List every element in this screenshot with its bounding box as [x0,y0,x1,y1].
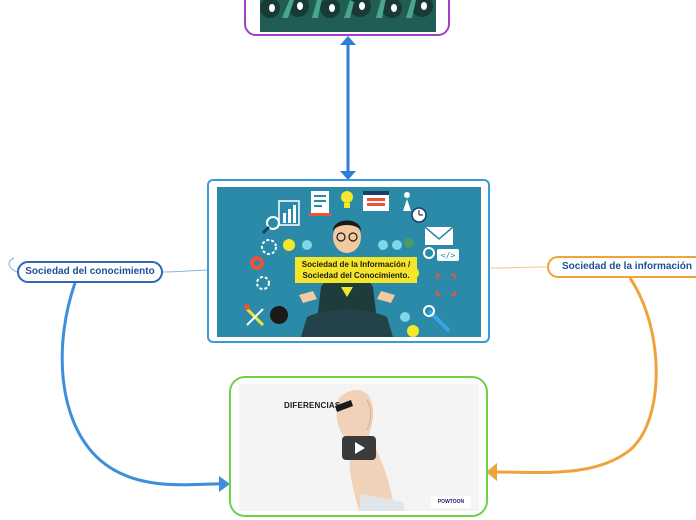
connector-left-thin [162,269,209,273]
connector-right-bottom [493,277,658,475]
clock-icon [411,207,427,223]
crowd-image [260,0,436,32]
gear-icon [250,239,277,290]
play-icon[interactable] [342,436,376,460]
connector-left-ear [8,257,18,273]
lightbulb-icon [341,191,353,208]
mail-icon [424,226,454,245]
arrowhead-right-bottom [486,463,497,481]
arrowhead-up [340,36,356,45]
connector-right-thin [489,266,548,269]
central-topic-node[interactable]: </> [207,179,490,343]
top-image-node[interactable] [244,0,450,36]
video-caption: DIFERENCIAS [284,401,341,410]
connector-left-bottom [60,282,227,487]
person-illustration [299,220,395,337]
code-icon: </> [423,247,459,261]
arrowhead-down [340,171,356,180]
video-node[interactable]: DIFERENCIAS POWTOON [229,376,488,517]
svg-text:</>: </> [441,251,456,260]
chart-icon [261,200,300,235]
video-thumbnail: DIFERENCIAS POWTOON [239,384,479,511]
central-topic-title: Sociedad de la Información / Sociedad de… [295,257,417,283]
wrench-icon [423,305,451,333]
topic-sociedad-informacion[interactable]: Sociedad de la información [547,256,696,278]
central-illustration: </> [217,187,481,337]
topic-sociedad-conocimiento[interactable]: Sociedad del conocimiento [17,261,163,283]
arrowhead-left-bottom [219,476,230,492]
powtoon-logo: POWTOON [431,496,471,508]
